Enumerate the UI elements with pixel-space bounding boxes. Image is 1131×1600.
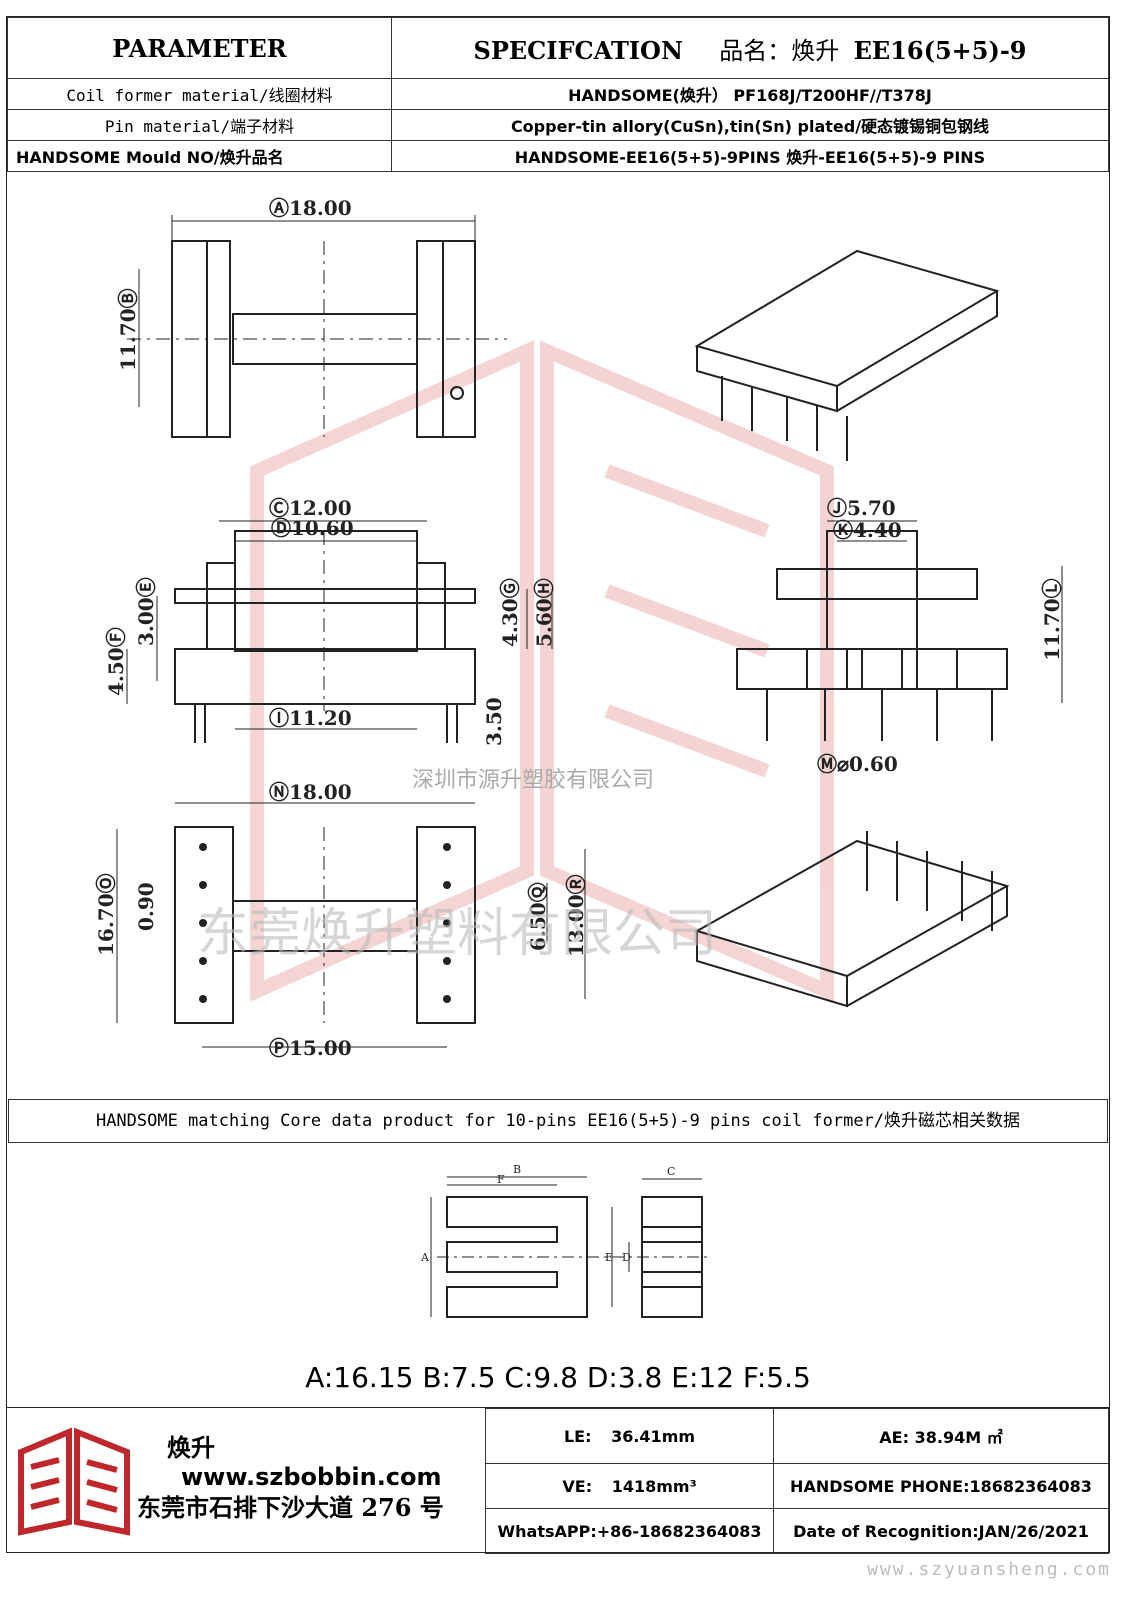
iso-view-top xyxy=(694,249,1000,461)
dim-g-height: 4.30Ⓖ xyxy=(498,578,522,647)
core-label-a: A xyxy=(420,1251,430,1264)
product-name-label: 品名：焕升 xyxy=(719,36,840,65)
core-label-b: B xyxy=(513,1163,521,1176)
dim-pin-diameter: Ⓜ⌀0.60 xyxy=(817,752,898,776)
core-label-f: F xyxy=(497,1173,505,1186)
specification-header: SPECIFCATION 品名：焕升 EE16(5+5)-9 xyxy=(391,17,1109,79)
dim-f-height: 4.50Ⓕ xyxy=(104,627,128,696)
top-view xyxy=(127,215,507,438)
iso-view-bottom xyxy=(694,831,1010,1008)
dim-d-width: Ⓓ10.60 xyxy=(271,516,354,540)
ae-value: 38.94M ㎡ xyxy=(914,1428,1003,1448)
product-model: EE16(5+5)-9 xyxy=(853,35,1027,65)
dim-p-height: 0.90 xyxy=(134,882,158,931)
phone-cell: HANDSOME PHONE:18682364083 xyxy=(773,1463,1109,1510)
dim-r-height: 13.00Ⓡ xyxy=(564,874,588,957)
spec-label: SPECIFCATION xyxy=(473,35,683,65)
dim-c-width: Ⓒ12.00 xyxy=(269,496,352,520)
dim-i-width: Ⓘ11.20 xyxy=(269,706,352,730)
whatsapp-cell: WhatsAPP:+86-18682364083 xyxy=(485,1508,774,1554)
ve-cell: VE: 1418mm³ xyxy=(485,1463,774,1510)
ve-label: VE: xyxy=(562,1476,593,1496)
dim-k-width: Ⓙ5.70 xyxy=(827,496,896,520)
dim-h-height: 5.60Ⓗ xyxy=(532,578,556,647)
dim-o-height: 16.70Ⓞ xyxy=(94,873,118,956)
mould-no-value: HANDSOME-EE16(5+5)-9PINS 焕升-EE16(5+5)-9 … xyxy=(391,140,1109,172)
address: 东莞市石排下沙大道 276 号 xyxy=(137,1493,444,1522)
brand-line: 焕升 www.szbobbin.com xyxy=(167,1428,485,1491)
dim-m-height: 11.70Ⓛ xyxy=(1040,578,1064,661)
dim-l-width: Ⓚ4.40 xyxy=(833,518,902,542)
footer: 焕升 www.szbobbin.com 东莞市石排下沙大道 276 号 LE: … xyxy=(7,1407,1109,1554)
front-view xyxy=(736,520,1063,741)
le-cell: LE: 36.41mm xyxy=(485,1407,774,1465)
core-label-e: E xyxy=(605,1251,613,1264)
website-link[interactable]: www.szbobbin.com xyxy=(181,1463,442,1491)
spec-sheet: PARAMETER SPECIFCATION 品名：焕升 EE16(5+5)-9… xyxy=(6,16,1110,1554)
dim-j-height: 3.50 xyxy=(482,697,506,746)
dim-top-height: 11.70Ⓑ xyxy=(116,288,140,371)
ae-label: AE: xyxy=(879,1428,910,1448)
logo-icon xyxy=(18,1427,130,1536)
dim-q-height: 6.50Ⓠ xyxy=(526,882,550,951)
brand-block: 焕升 www.szbobbin.com 东莞市石排下沙大道 276 号 xyxy=(7,1408,486,1554)
mould-no-label: HANDSOME Mould NO/焕升品名 xyxy=(7,140,392,172)
core-label-d: D xyxy=(622,1251,631,1264)
bottom-pins xyxy=(199,843,451,1003)
watermark-cn-small: 深圳市源升塑胶有限公司 xyxy=(412,768,654,793)
brand-cn: 焕升 xyxy=(167,1434,215,1462)
core-data-values: A:16.15 B:7.5 C:9.8 D:3.8 E:12 F:5.5 xyxy=(305,1361,811,1394)
le-label: LE: xyxy=(563,1426,592,1446)
footer-data-table: LE: 36.41mm AE: 38.94M ㎡ VE: 1418mm³ HAN… xyxy=(485,1407,1109,1554)
core-label-c: C xyxy=(667,1165,675,1178)
pin-material-value: Copper-tin allory(CuSn),tin(Sn) plated/硬… xyxy=(391,109,1109,141)
ae-cell: AE: 38.94M ㎡ xyxy=(773,1407,1109,1465)
watermark-url: www.szyuansheng.com xyxy=(867,1559,1111,1580)
core-data-banner: HANDSOME matching Core data product for … xyxy=(8,1099,1108,1143)
watermark-cn-large: 东莞焕升塑料有限公司 xyxy=(197,904,717,964)
dim-n-width: Ⓝ18.00 xyxy=(269,780,352,804)
bottom-view xyxy=(116,802,586,1048)
e-core-drawing: B F C A E D xyxy=(420,1163,712,1318)
technical-drawings: Ⓐ18.00 11.70Ⓑ Ⓒ12.00 Ⓓ10.60 3.00Ⓔ 4.50Ⓕ … xyxy=(94,196,1064,1060)
coil-material-value: HANDSOME(焕升） PF168J/T200HF//T378J xyxy=(391,78,1109,110)
le-value: 36.41mm xyxy=(611,1426,696,1446)
date-cell: Date of Recognition:JAN/26/2021 xyxy=(773,1508,1109,1554)
side-view xyxy=(126,520,553,743)
parameter-header: PARAMETER xyxy=(7,17,392,79)
ve-value: 1418mm³ xyxy=(611,1476,697,1496)
dim-e-height: 3.00Ⓔ xyxy=(134,577,158,646)
spec-table: PARAMETER SPECIFCATION 品名：焕升 EE16(5+5)-9… xyxy=(7,17,1109,172)
pin-material-label: Pin material/端子材料 xyxy=(7,109,392,141)
dim-s-width: Ⓟ15.00 xyxy=(269,1036,352,1060)
coil-material-label: Coil former material/线圈材料 xyxy=(7,78,392,110)
dim-top-width: Ⓐ18.00 xyxy=(269,196,352,220)
watermark-logo xyxy=(250,340,834,1002)
